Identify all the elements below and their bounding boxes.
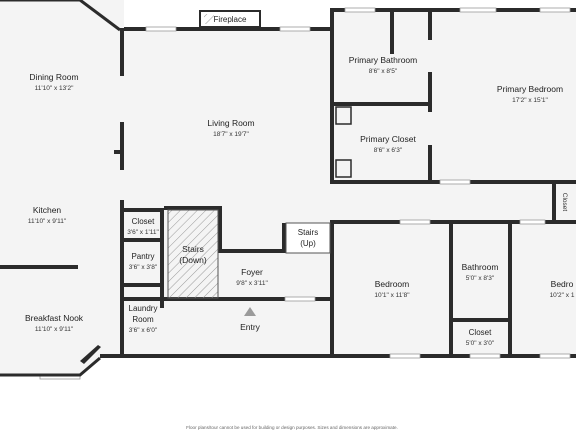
disclaimer-text: Floor plans/tour cannot be used for buil…: [186, 425, 398, 430]
pantry-dims: 3'6" x 3'8": [129, 264, 158, 271]
fireplace: Fireplace: [199, 10, 261, 28]
small-closet-dims: 3'6" x 1'11": [127, 229, 159, 236]
pantry-name: Pantry: [131, 252, 154, 261]
laundry-line1: Laundry: [129, 304, 158, 313]
foyer-name: Foyer: [241, 267, 263, 277]
living-room-dims: 18'7" x 19'7": [213, 131, 249, 138]
stairs-down-hatch: [167, 209, 219, 299]
bedroom2-dims: 10'2" x 1: [550, 292, 575, 299]
fireplace-label: Fireplace: [214, 15, 247, 24]
closet2-dims: 5'0" x 3'0": [466, 340, 495, 347]
vertical-closet-name: Closet: [561, 193, 568, 212]
dining-room-name: Dining Room: [29, 72, 78, 82]
stairs-up-line2: (Up): [300, 239, 316, 248]
bathroom-dims: 5'0" x 8'3": [466, 275, 495, 282]
room-labels: Dining Room 11'10" x 13'2" Living Room 1…: [25, 55, 575, 347]
kitchen-name: Kitchen: [33, 205, 62, 215]
stairs-up-box: [285, 222, 331, 254]
primary-bedroom-dims: 17'2" x 15'1": [512, 97, 548, 104]
primary-bathroom-name: Primary Bathroom: [349, 55, 418, 65]
primary-closet-name: Primary Closet: [360, 134, 416, 144]
bay-windows: [0, 0, 121, 377]
breakfast-nook-name: Breakfast Nook: [25, 313, 84, 323]
primary-bedroom-name: Primary Bedroom: [497, 84, 563, 94]
bathroom-name: Bathroom: [462, 262, 499, 272]
entry-arrow-icon: [244, 307, 256, 316]
stairs-up-line1: Stairs: [298, 228, 318, 237]
primary-closet-dims: 8'6" x 6'3": [374, 147, 403, 154]
closet2-name: Closet: [469, 328, 492, 337]
foyer-dims: 9'8" x 3'11": [236, 280, 268, 287]
stairs-down-line2: (Down): [179, 255, 207, 265]
bedroom2-name: Bedro: [551, 279, 574, 289]
small-closet-name: Closet: [132, 217, 155, 226]
breakfast-nook-dims: 11'10" x 9'11": [35, 326, 74, 333]
bedroom1-name: Bedroom: [375, 279, 410, 289]
living-room-name: Living Room: [207, 118, 254, 128]
dining-room-dims: 11'10" x 13'2": [35, 85, 74, 92]
bedroom1-dims: 10'1" x 11'8": [374, 292, 410, 299]
entry-marker: Entry: [240, 307, 261, 332]
stairs-down-line1: Stairs: [182, 244, 204, 254]
kitchen-dims: 11'10" x 9'11": [28, 218, 67, 225]
walls: [0, 8, 576, 364]
entry-label: Entry: [240, 322, 261, 332]
primary-bathroom-dims: 8'6" x 8'5": [369, 68, 398, 75]
laundry-dims: 3'6" x 6'0": [129, 327, 158, 334]
laundry-line2: Room: [132, 315, 154, 324]
